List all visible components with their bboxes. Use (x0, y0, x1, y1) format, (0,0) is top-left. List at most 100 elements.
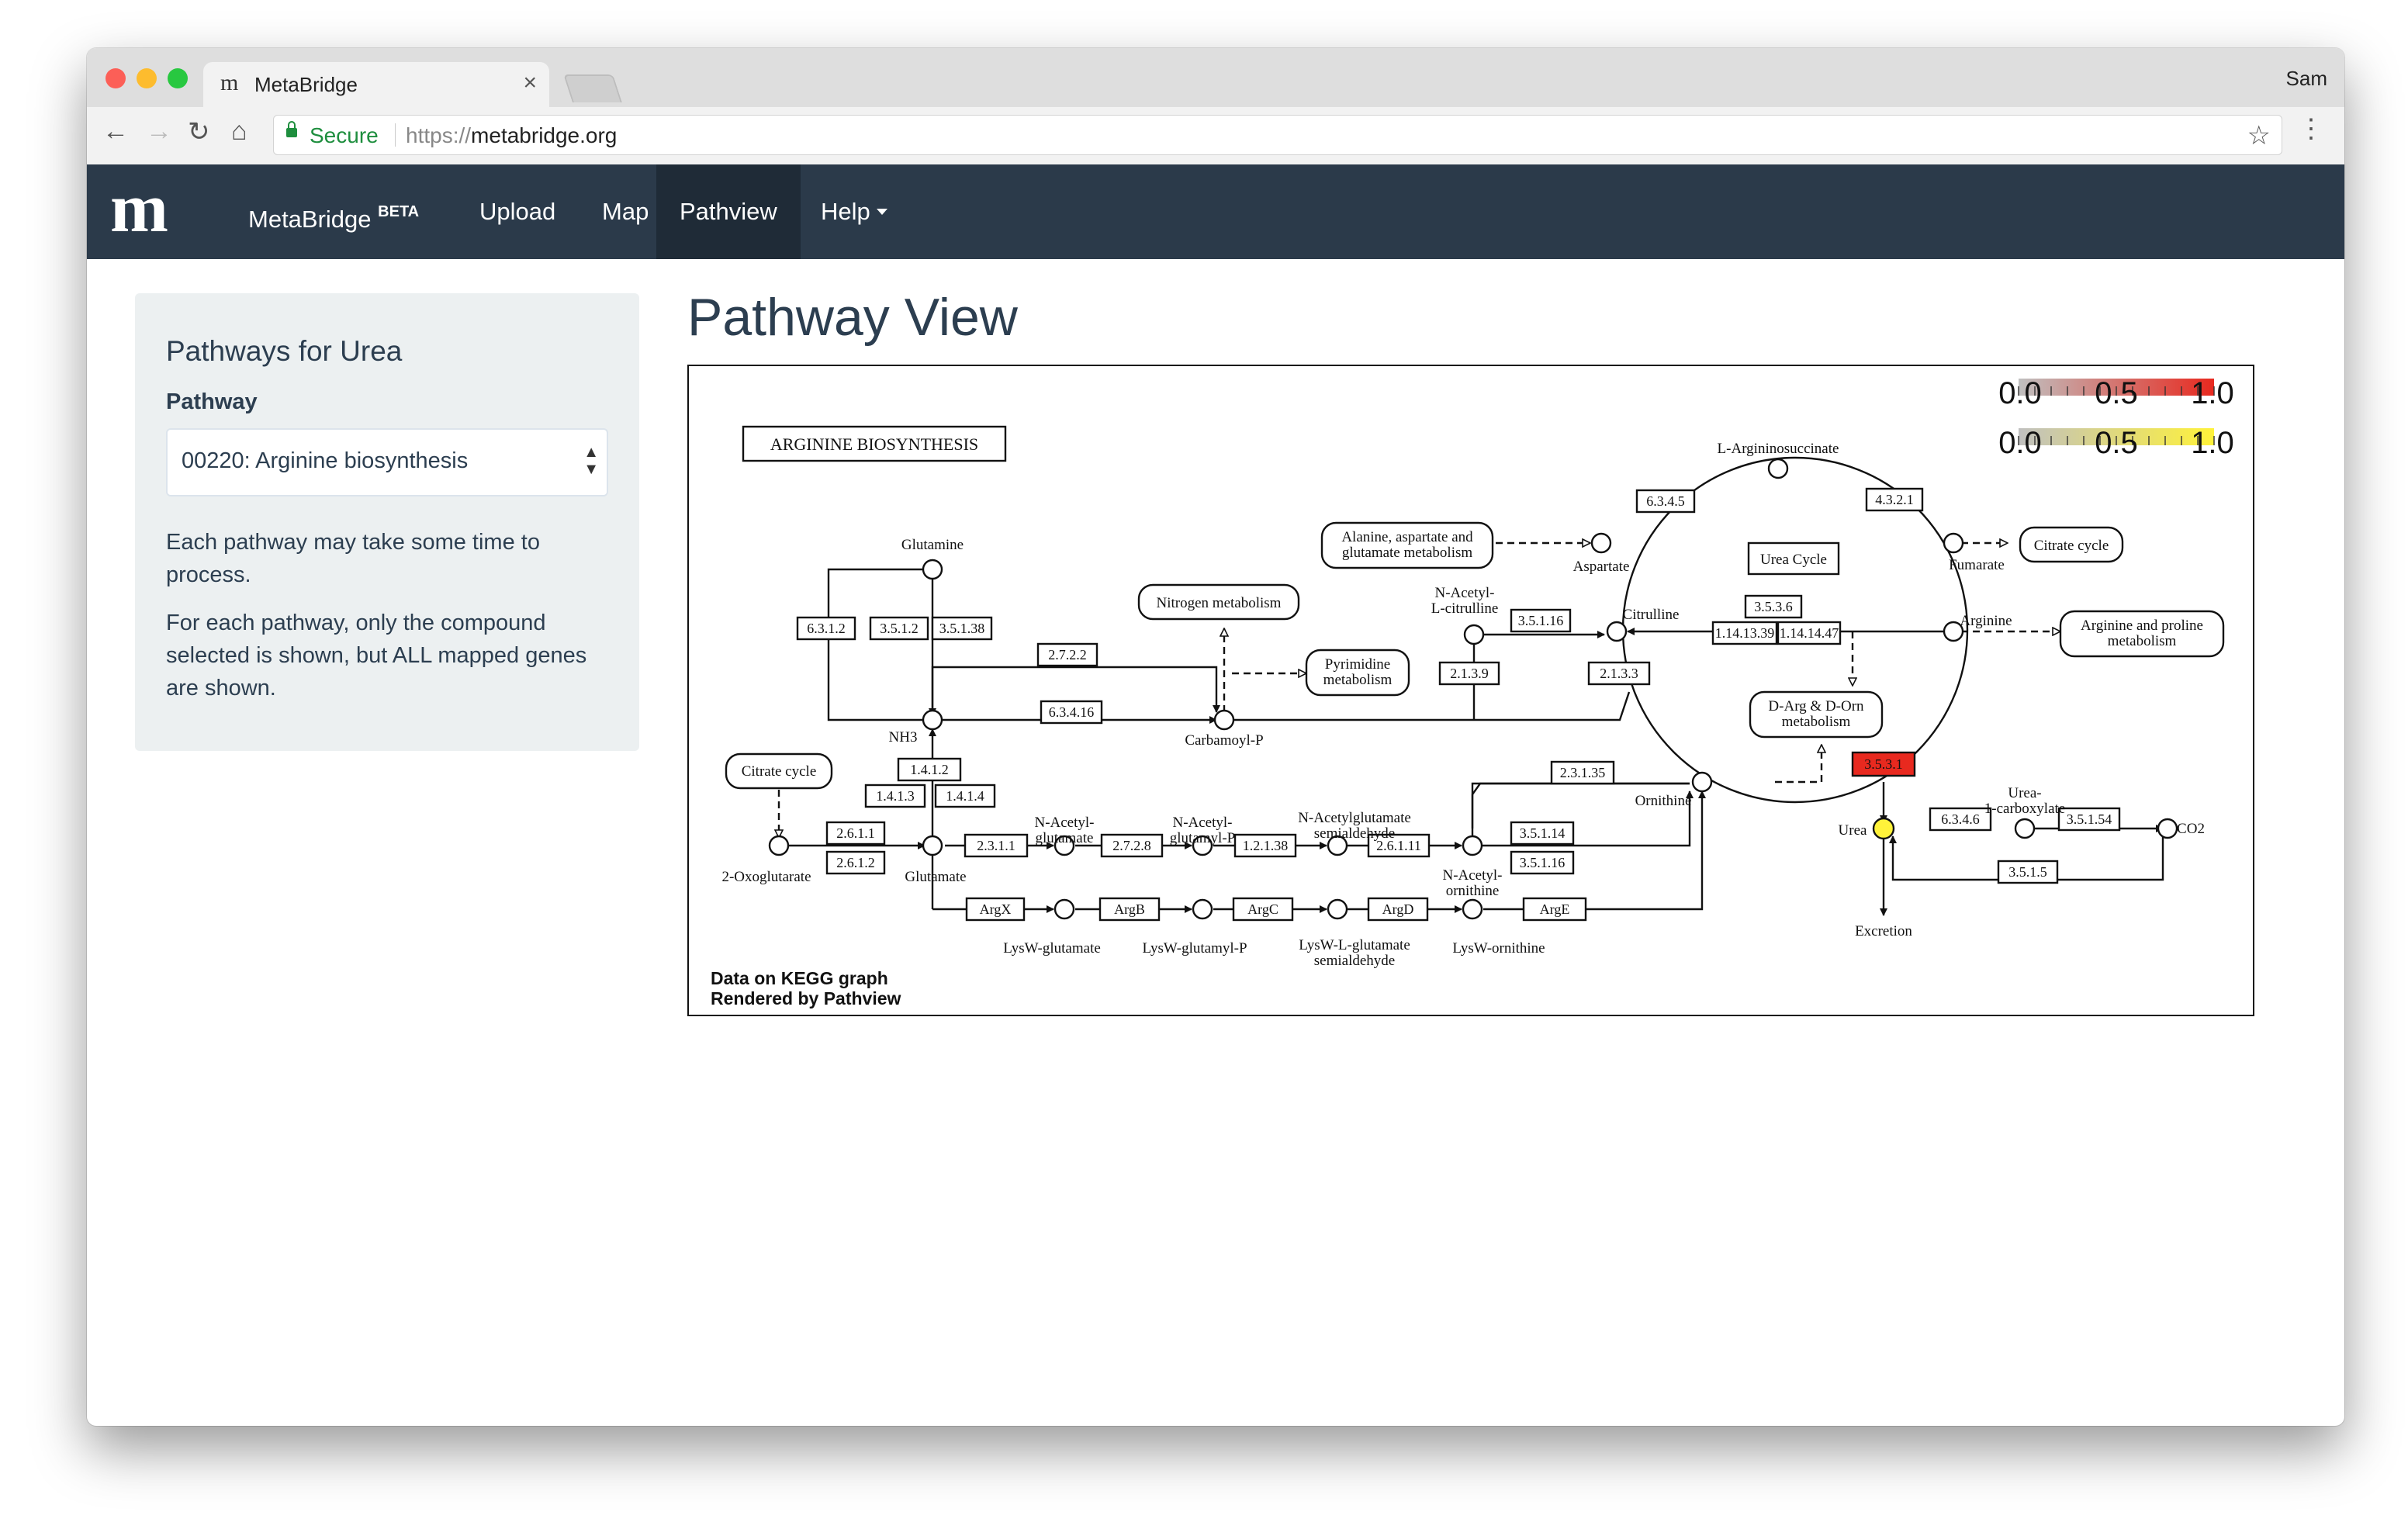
nav-map[interactable]: Map (602, 198, 649, 225)
pathway-title: ARGININE BIOSYNTHESIS (770, 434, 978, 454)
browser-menu-icon[interactable]: ⋮ (2298, 114, 2324, 144)
browser-window: m MetaBridge × Sam ← → ↻ ⌂ Secure https:… (87, 48, 2344, 1426)
map-box-pyrimidine-metabolism[interactable] (1305, 649, 1410, 697)
pathway-select-value: 00220: Arginine biosynthesis (182, 448, 469, 473)
enzyme-box (1777, 621, 1842, 645)
enzyme-box (934, 784, 996, 808)
compound-label-co2: CO2 (2177, 821, 2205, 837)
pathway-select[interactable]: 00220: Arginine biosynthesis ▲▼ (166, 428, 608, 496)
compound-label-n-acetyl-l-citrulline: N-Acetyl-L-citrulline (1431, 585, 1499, 617)
compound-label-carbamoyl-p: Carbamoyl-P (1185, 732, 1263, 749)
enzyme-label-1-14-13-39: 1.14.13.39 (1715, 625, 1775, 641)
bookmark-star-icon[interactable]: ☆ (2247, 121, 2271, 150)
url-text: https://metabridge.org (406, 123, 617, 148)
map-box-d-arg-d-orn-metabolism[interactable] (1749, 690, 1884, 739)
enzyme-box (1367, 833, 1431, 858)
new-tab-button[interactable] (563, 74, 622, 102)
enzyme-label-arge: ArgE (1540, 901, 1570, 917)
compound-node-urea-1-carboxylate (2014, 818, 2036, 839)
app-navbar: m MetaBridge BETA Upload Map Pathview He… (87, 164, 2344, 259)
enzyme-box (964, 833, 1029, 858)
compound-label-urea: Urea (1839, 822, 1867, 839)
forward-icon[interactable]: → (146, 116, 172, 146)
nav-brand[interactable]: MetaBridge BETA (225, 164, 442, 259)
enzyme-label-2-1-3-9: 2.1.3.9 (1450, 666, 1489, 681)
compound-label-excretion: Excretion (1855, 923, 1912, 939)
map-box-alanine-aspartate-and-glutamate-metabolism[interactable] (1320, 521, 1494, 569)
profile-name[interactable]: Sam (2285, 67, 2327, 90)
select-arrows-icon: ▲▼ (583, 444, 599, 478)
sidebar-note-time: Each pathway may take some time to proce… (166, 530, 540, 587)
map-label-citrate-cycle: Citrate cycle (2034, 538, 2109, 554)
enzyme-box (825, 821, 886, 846)
enzyme-box (1711, 621, 1778, 645)
compound-label-urea-1-carboxylate: Urea-1-carboxylate (1984, 785, 2065, 817)
enzyme-box-highlighted (1851, 751, 1916, 777)
browser-tab[interactable]: m MetaBridge × (203, 62, 549, 107)
enzyme-box (1438, 661, 1500, 686)
home-icon[interactable]: ⌂ (231, 116, 247, 146)
enzyme-label-1-2-1-38: 1.2.1.38 (1243, 838, 1289, 853)
enzyme-box (2057, 807, 2121, 832)
close-window-button[interactable] (106, 68, 126, 88)
map-box-citrate-cycle[interactable] (2019, 526, 2124, 563)
compound-node-fumarate (1943, 532, 1964, 554)
compound-node-2-oxoglutarate (768, 835, 790, 856)
secure-label: Secure (310, 123, 379, 147)
compound-label-n-acetyl-glutamate: N-Acetyl-glutamate (1034, 815, 1094, 846)
nav-pathview[interactable]: Pathview (656, 164, 801, 259)
pathway-edges (787, 568, 2164, 916)
compound-label-ornithine: Ornithine (1635, 793, 1692, 809)
map-box-urea-cycle[interactable] (1747, 541, 1840, 576)
enzyme-box (1510, 850, 1575, 875)
minimize-window-button[interactable] (137, 68, 157, 88)
compound-node-citrulline (1606, 621, 1628, 642)
map-box-arginine-and-proline-metabolism[interactable] (2059, 610, 2225, 658)
enzyme-label-1-4-1-3: 1.4.1.3 (876, 788, 915, 804)
nav-upload[interactable]: Upload (479, 198, 556, 225)
compound-node-n-acetyl-l-citrulline (1463, 624, 1485, 645)
map-box-nitrogen-metabolism[interactable] (1137, 583, 1300, 621)
enzyme-box (1233, 833, 1297, 858)
enzyme-label-argb: ArgB (1114, 901, 1145, 917)
enzyme-box (1232, 897, 1294, 922)
address-bar[interactable]: Secure https://metabridge.org ☆ (273, 115, 2282, 155)
enzyme-label-3-5-3-1: 3.5.3.1 (1864, 756, 1903, 772)
compound-label-lysw-glutamate: LysW-glutamate (1003, 940, 1101, 957)
enzyme-label-2-6-1-1: 2.6.1.1 (836, 825, 875, 841)
tab-title: MetaBridge (254, 73, 358, 96)
nav-help[interactable]: Help (797, 164, 911, 259)
url-scheme: https:// (406, 123, 472, 147)
map-label-nitrogen-metabolism: Nitrogen metabolism (1157, 595, 1282, 611)
enzyme-label-2-7-2-8: 2.7.2.8 (1112, 838, 1151, 853)
browser-tab-strip: m MetaBridge × Sam (87, 48, 2344, 107)
url-host: metabridge.org (471, 123, 618, 147)
compound-node-n-acetyl-ornithine (1462, 835, 1483, 856)
legend-gene-tick-label: 0.5 (2095, 376, 2138, 410)
maximize-window-button[interactable] (168, 68, 188, 88)
enzyme-label-3-5-3-6: 3.5.3.6 (1754, 599, 1793, 614)
enzyme-label-2-6-1-11: 2.6.1.11 (1376, 838, 1421, 853)
reload-icon[interactable]: ↻ (188, 117, 210, 147)
back-icon[interactable]: ← (102, 116, 129, 146)
compound-node-nh3 (922, 709, 943, 731)
tab-close-icon[interactable]: × (523, 70, 537, 95)
enzyme-box (869, 616, 929, 641)
enzyme-box (1100, 833, 1164, 858)
map-box-citrate-cycle-left[interactable] (725, 752, 833, 790)
compound-label-n-acetyl-ornithine: N-Acetyl-ornithine (1442, 867, 1502, 899)
lock-icon (286, 121, 297, 137)
pathway-label: Pathway (166, 389, 258, 414)
metabridge-logo[interactable]: m (110, 170, 168, 247)
enzyme-box (1510, 821, 1575, 846)
enzyme-box (1929, 807, 1992, 832)
enzyme-label-6-3-4-16: 6.3.4.16 (1049, 704, 1095, 720)
enzyme-label-2-6-1-2: 2.6.1.2 (836, 855, 875, 870)
enzyme-box (825, 850, 886, 875)
legend-gene-tick-label: 1.0 (2191, 376, 2234, 410)
enzyme-box (1036, 642, 1098, 667)
